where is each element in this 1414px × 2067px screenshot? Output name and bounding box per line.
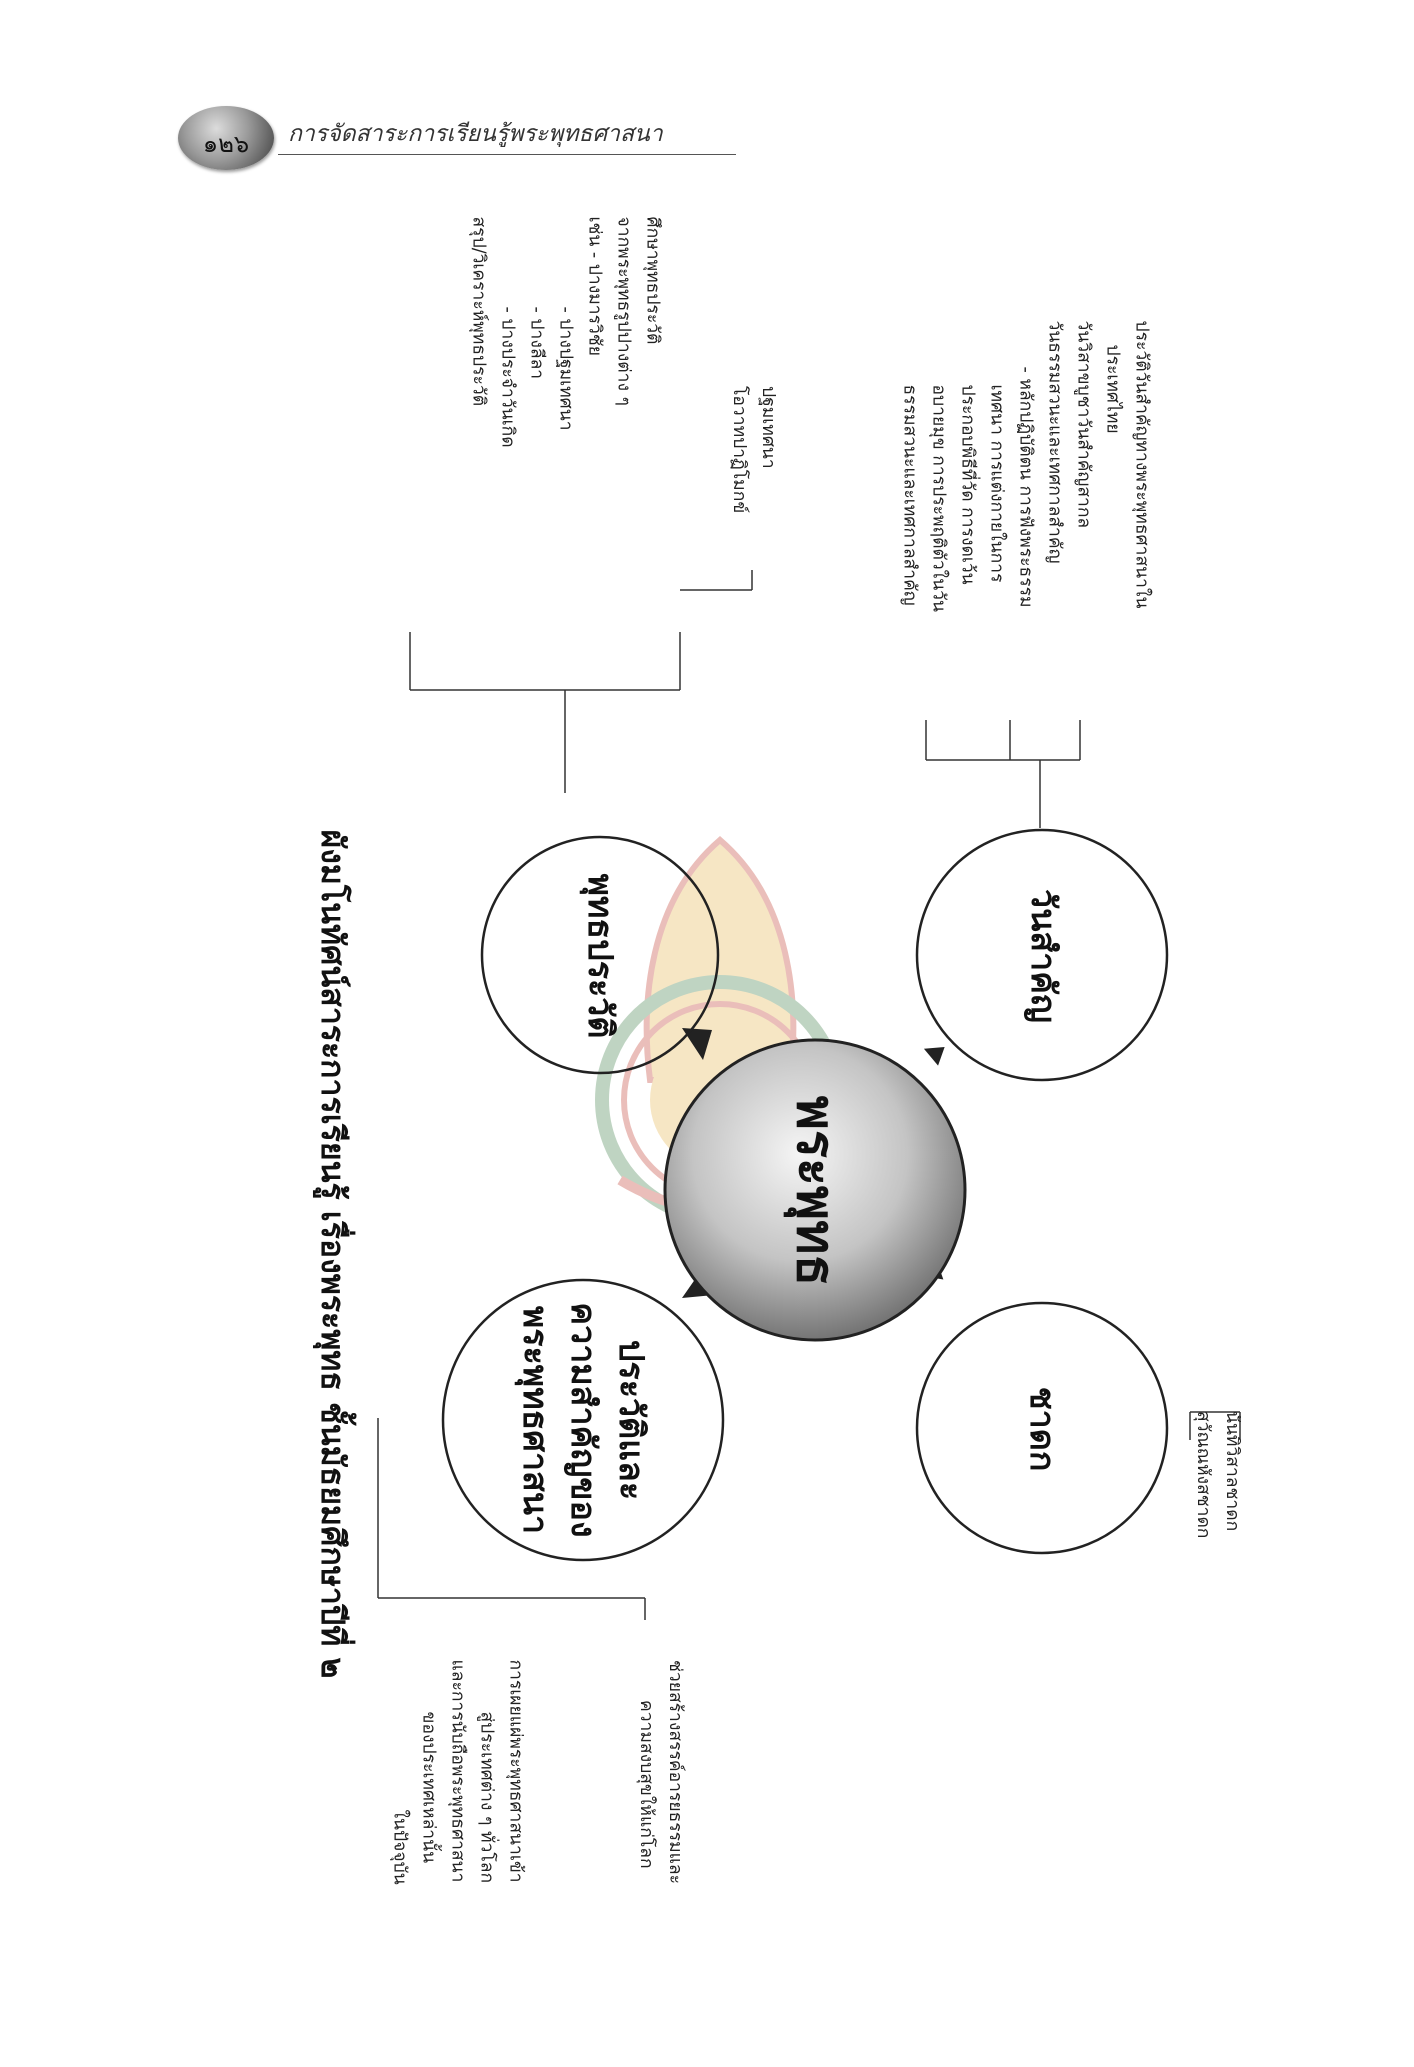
list-item: ในปัจจุบัน bbox=[389, 1809, 410, 1885]
page-number-badge: ๑๒๖ bbox=[178, 106, 274, 170]
connector-lines bbox=[377, 570, 1241, 1620]
running-header: ๑๒๖ การจัดสาระการเรียนรู้พระพุทธศาสนา bbox=[178, 98, 738, 178]
list-item: ช่วยสร้างสรรค์อารยธรรมและ bbox=[665, 1660, 685, 1885]
arrow-holydays bbox=[923, 1047, 945, 1066]
history-label: พุทธประวัติ bbox=[580, 873, 620, 1039]
list-item: ศึกษาพุทธประวัติ bbox=[642, 216, 663, 345]
jataka-circle bbox=[915, 1301, 1169, 1555]
list-item: อบายมุข การประพฤติตัวในวัน bbox=[928, 384, 949, 612]
holydays-items: ประวัติวันสำคัญทางพระพุทธศาสนาใน ประเทศไ… bbox=[895, 321, 1156, 801]
center-circle bbox=[663, 1038, 967, 1342]
list-item: ประเทศไทย bbox=[1102, 344, 1123, 434]
list-item: - หลักปฏิบัติตน การฟังพระธรรม bbox=[1015, 366, 1036, 608]
list-item: จากพระพุทธรูปปางต่าง ๆ bbox=[613, 216, 634, 406]
history-items: ศึกษาพุทธประวัติ จากพระพุทธรูปปางต่าง ๆ … bbox=[464, 217, 667, 557]
list-item: ปฐมเทศนา bbox=[758, 386, 778, 469]
page-number: ๑๒๖ bbox=[202, 130, 250, 158]
jataka-label: ชาดก bbox=[1022, 1386, 1062, 1472]
importance-label-line-3: พระพุทธศาสนา bbox=[515, 1305, 555, 1535]
list-item: เช่น - ปางมารวิชัย bbox=[584, 216, 605, 356]
list-item: - ปางประจำวันเกิด bbox=[497, 306, 518, 448]
list-item: และการนับถือพระพุทธศาสนา bbox=[447, 1659, 468, 1883]
list-item: เทศนา การแต่งกายในการ bbox=[986, 384, 1007, 583]
history-circle bbox=[480, 835, 720, 1075]
diagram-title: ผังมโนทัศน์สาระการเรียนรู้ เรื่องพระพุทธ… bbox=[314, 829, 352, 1679]
list-item: สุวัณณหังสชาดก bbox=[1193, 1411, 1213, 1539]
list-item: - ปางลีลา bbox=[526, 306, 547, 380]
importance-label-line-1: ประวัติและ bbox=[611, 1339, 651, 1501]
list-item: โอวาทปาฏิโมกข์ bbox=[729, 386, 749, 514]
importance-label: ประวัติและ ความสำคัญของ พระพุทธศาสนา bbox=[511, 1275, 655, 1565]
list-item: ประกอบพิธีที่วัด การงดเว้น bbox=[957, 384, 978, 585]
header-rule bbox=[278, 154, 736, 155]
list-item: นันทิวิสาลชาดก bbox=[1222, 1411, 1242, 1532]
list-item: ของประเทศเหล่านั้น bbox=[418, 1711, 439, 1864]
list-item: วันวิสาขบูชาวันสำคัญสากล bbox=[1073, 320, 1094, 529]
list-item: ธรรมสวนะและเทศกาลสำคัญ bbox=[899, 384, 920, 606]
jataka-items: นันทิวิสาลชาดก สุวัณณหังสชาดก bbox=[1188, 1411, 1246, 1571]
importance-circle bbox=[441, 1278, 725, 1562]
importance-item-2: ช่วยสร้างสรรค์อารยธรรมและ ความสงบสุขให้แ… bbox=[631, 1660, 689, 1990]
running-title: การจัดสาระการเรียนรู้พระพุทธศาสนา bbox=[288, 121, 663, 147]
list-item: ความสงบสุขให้แก่โลก bbox=[636, 1700, 656, 1869]
holydays-circle bbox=[915, 828, 1169, 1082]
importance-label-line-2: ความสำคัญของ bbox=[563, 1302, 603, 1538]
center-label: พระพุทธ bbox=[785, 1095, 845, 1287]
list-item: วันธรรมสวนะและเทศกาลสำคัญ bbox=[1044, 320, 1065, 564]
list-item: ประวัติวันสำคัญทางพระพุทธศาสนาใน bbox=[1131, 320, 1152, 609]
list-item: สู่ประเทศต่าง ๆ ทั่วโลก bbox=[476, 1711, 497, 1884]
list-item: การเผยแผ่พระพุทธศาสนาเข้า bbox=[505, 1659, 526, 1883]
history-subitems: ปฐมเทศนา โอวาทปาฏิโมกข์ bbox=[724, 386, 782, 586]
holydays-label: วันสำคัญ bbox=[1023, 889, 1063, 1023]
importance-item-1: การเผยแผ่พระพุทธศาสนาเข้า สู่ประเทศต่าง … bbox=[385, 1660, 530, 1990]
list-item: สรุป/วิเคราะห์พุทธประวัติ bbox=[468, 216, 489, 407]
arrow-history bbox=[682, 1028, 712, 1060]
list-item: - ปางปฐมเทศนา bbox=[555, 306, 576, 431]
